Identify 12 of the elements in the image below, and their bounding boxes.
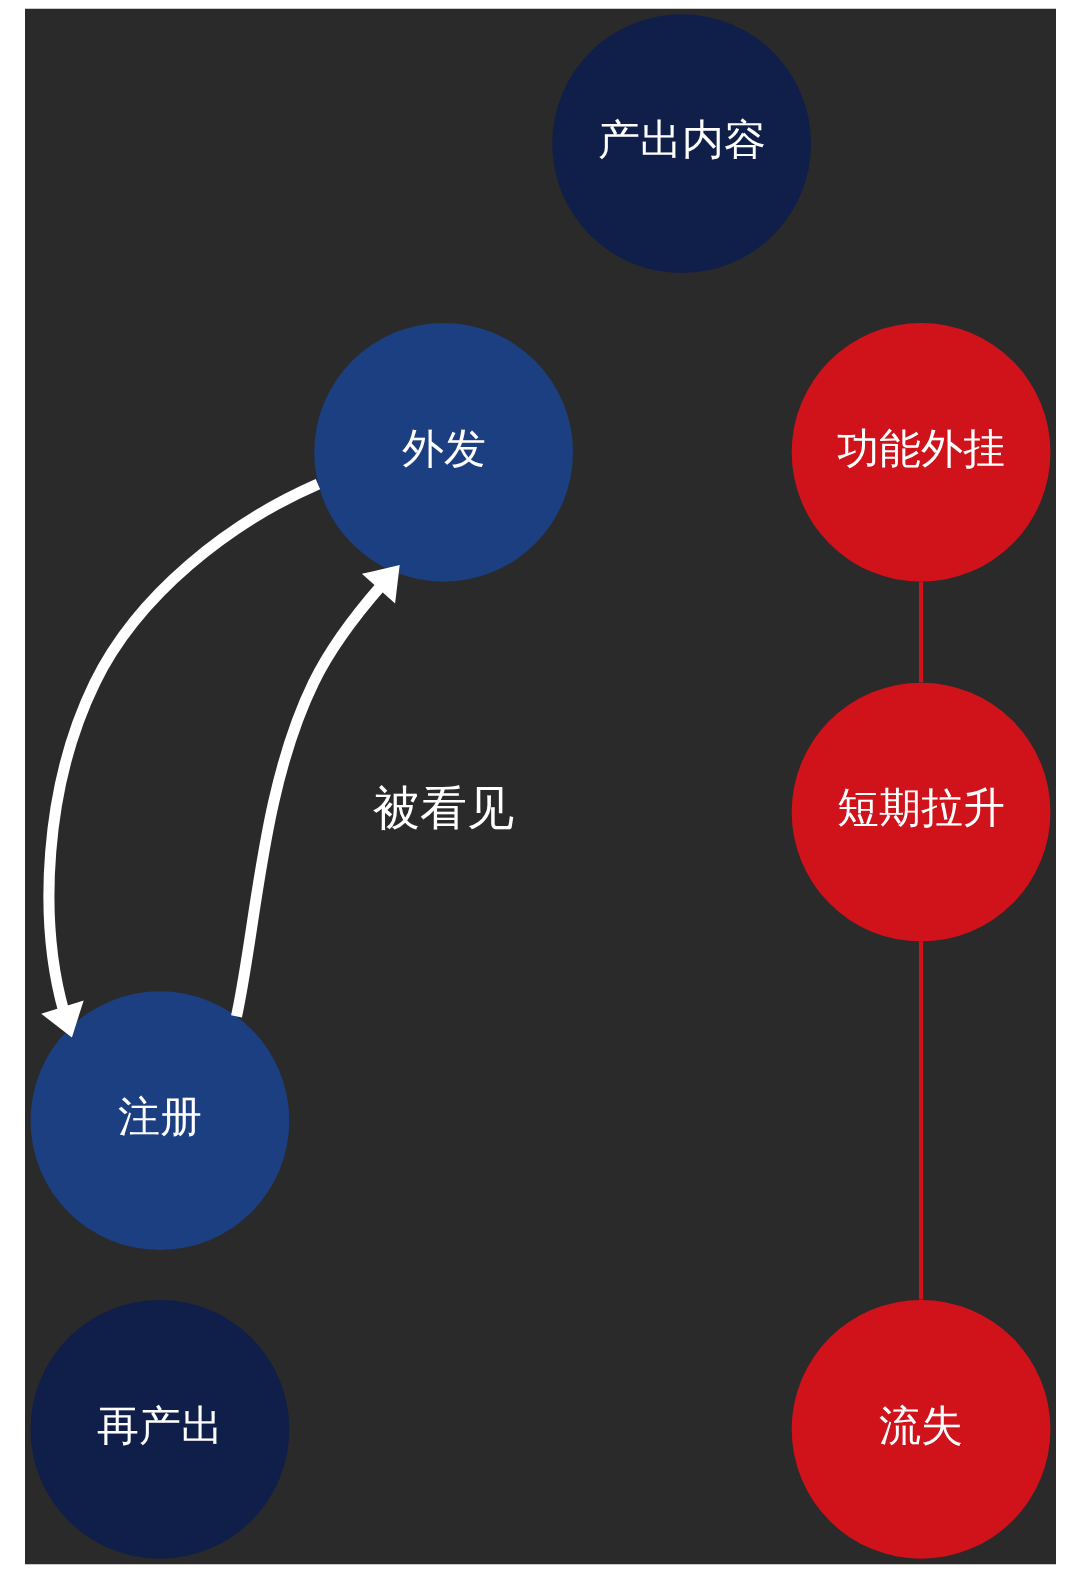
node-circle: 再产出 <box>30 1299 289 1559</box>
arrow <box>230 565 400 1018</box>
node-circle: 流失 <box>791 1299 1050 1559</box>
node-circle: 功能外挂 <box>791 322 1050 582</box>
label: 被看见 <box>372 780 514 836</box>
node-circle: 产出内容 <box>551 14 811 274</box>
arrow <box>40 479 320 1038</box>
connector <box>918 941 923 1300</box>
node-circle: 注册 <box>30 991 289 1251</box>
connector <box>918 582 923 683</box>
node-circle: 短期拉升 <box>791 682 1050 942</box>
node-circle: 外发 <box>313 322 573 582</box>
